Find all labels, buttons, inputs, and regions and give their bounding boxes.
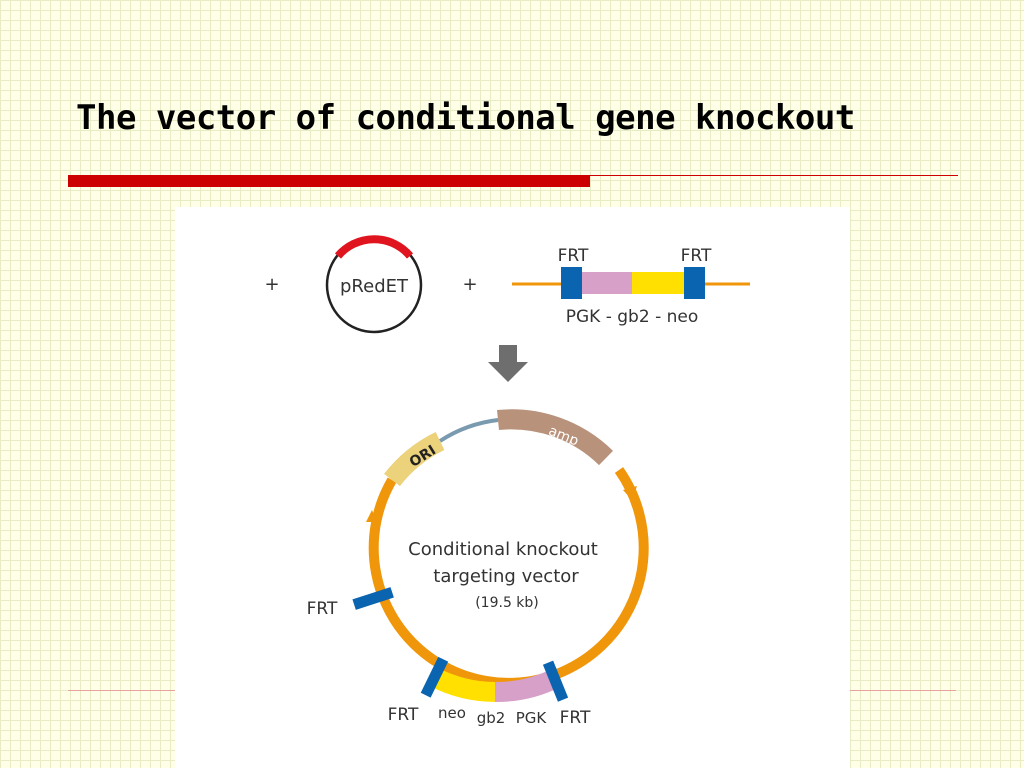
frt-block-right xyxy=(684,267,705,299)
neo-segment xyxy=(632,272,684,294)
predet-label: pRedET xyxy=(340,276,409,297)
predet-plasmid: pRedET xyxy=(325,235,423,334)
vector-figure: + pRedET + FRT FRT PGK - gb2 - neo xyxy=(175,207,850,768)
backbone-arrowhead-right xyxy=(623,486,637,500)
frt-label-top-right: FRT xyxy=(681,246,712,266)
vector-title-line1: Conditional knockout xyxy=(408,539,598,560)
frt-site-left xyxy=(352,587,394,610)
backbone-arrowhead-left xyxy=(366,510,377,522)
connector-arc xyxy=(438,418,499,443)
frt-site-bottom-right xyxy=(542,660,569,702)
ori-feature xyxy=(384,432,445,487)
frt-site-bottom-left xyxy=(420,656,449,698)
vector-size: (19.5 kb) xyxy=(475,595,539,611)
targeting-vector-plasmid: ORI amp Conditional knockout targeting v… xyxy=(307,409,649,728)
frt-cassette: FRT FRT PGK - gb2 - neo xyxy=(512,246,750,327)
pgk-label: PGK xyxy=(516,709,548,727)
title-rule-thick xyxy=(68,175,590,187)
footer-rule-right xyxy=(848,690,956,691)
vector-title-line2: targeting vector xyxy=(433,566,579,587)
frt-label-left: FRT xyxy=(307,599,338,619)
frt-label-bottom-left: FRT xyxy=(388,705,419,725)
title-rule-thin xyxy=(590,175,958,176)
gb2-label: gb2 xyxy=(477,709,506,727)
cassette-label: PGK - gb2 - neo xyxy=(566,307,699,327)
pgk-segment xyxy=(582,272,632,294)
frt-label-bottom-right: FRT xyxy=(560,708,591,728)
down-arrow-icon xyxy=(488,345,528,382)
neo-label: neo xyxy=(438,704,466,722)
footer-rule-left xyxy=(68,690,178,691)
plus-sign-left: + xyxy=(264,274,279,295)
predet-red-arc xyxy=(334,235,414,259)
frt-label-top-left: FRT xyxy=(558,246,589,266)
amp-feature xyxy=(497,409,614,466)
frt-block-left xyxy=(561,267,582,299)
vector-diagram: + pRedET + FRT FRT PGK - gb2 - neo xyxy=(264,235,750,728)
plus-sign-right: + xyxy=(462,274,477,295)
slide-title: The vector of conditional gene knockout xyxy=(76,98,855,138)
